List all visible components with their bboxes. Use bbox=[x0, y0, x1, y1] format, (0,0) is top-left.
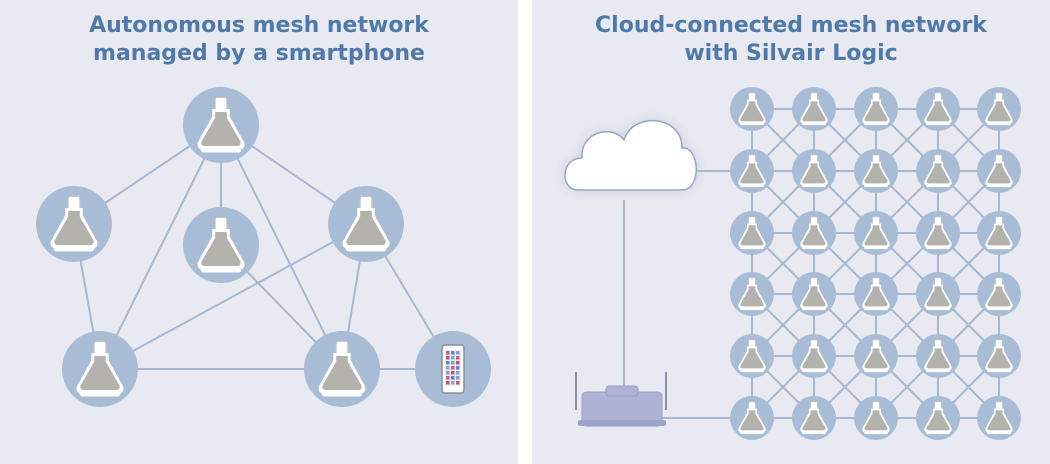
left-title-line-2: managed by a smartphone bbox=[93, 41, 425, 66]
light-bulb-icon bbox=[862, 339, 890, 373]
smartphone-node bbox=[415, 331, 491, 407]
bulb-node bbox=[916, 396, 960, 440]
light-bulb-icon bbox=[800, 92, 828, 126]
left-title-line-1: Autonomous mesh network bbox=[89, 13, 429, 38]
bulb-node bbox=[792, 87, 836, 131]
light-bulb-icon bbox=[800, 277, 828, 311]
light-bulb-icon bbox=[985, 154, 1013, 188]
bulb-node bbox=[36, 186, 112, 262]
bulb-node bbox=[916, 87, 960, 131]
light-bulb-icon bbox=[738, 216, 766, 250]
bulb-node bbox=[730, 396, 774, 440]
bulb-node bbox=[730, 334, 774, 378]
light-bulb-icon bbox=[985, 92, 1013, 126]
gateway-icon bbox=[575, 372, 667, 427]
light-bulb-icon bbox=[862, 277, 890, 311]
light-bulb-icon bbox=[924, 339, 952, 373]
bulb-node bbox=[854, 149, 898, 193]
bulb-node bbox=[977, 396, 1021, 440]
bulb-node bbox=[183, 87, 259, 163]
left-panel-autonomous-mesh: Autonomous mesh network managed by a sma… bbox=[0, 0, 518, 464]
light-bulb-icon bbox=[738, 92, 766, 126]
bulb-node bbox=[977, 211, 1021, 255]
light-bulb-icon bbox=[342, 195, 390, 252]
light-bulb-icon bbox=[985, 339, 1013, 373]
light-bulb-icon bbox=[985, 401, 1013, 435]
bulb-node bbox=[977, 87, 1021, 131]
light-bulb-icon bbox=[862, 216, 890, 250]
mesh-link bbox=[220, 124, 343, 370]
bulb-node bbox=[977, 334, 1021, 378]
light-bulb-icon bbox=[924, 277, 952, 311]
bulb-node bbox=[977, 272, 1021, 316]
left-panel-title: Autonomous mesh network managed by a sma… bbox=[0, 12, 518, 68]
light-bulb-icon bbox=[862, 92, 890, 126]
light-bulb-icon bbox=[924, 92, 952, 126]
autonomous-mesh-diagram bbox=[36, 87, 491, 407]
bulb-node bbox=[62, 331, 138, 407]
bulb-node bbox=[730, 211, 774, 255]
bulb-node bbox=[792, 149, 836, 193]
light-bulb-icon bbox=[50, 195, 98, 252]
bulb-node bbox=[854, 211, 898, 255]
light-bulb-icon bbox=[862, 401, 890, 435]
light-bulb-icon bbox=[800, 216, 828, 250]
cloud-mesh-diagram bbox=[564, 87, 1021, 440]
bulb-node bbox=[916, 272, 960, 316]
mesh-link bbox=[99, 223, 367, 370]
light-bulb-icon bbox=[738, 277, 766, 311]
light-bulb-icon bbox=[924, 154, 952, 188]
light-bulb-icon bbox=[738, 401, 766, 435]
bulb-node bbox=[730, 87, 774, 131]
right-title-line-2: with Silvair Logic bbox=[684, 41, 898, 66]
bulb-node bbox=[730, 149, 774, 193]
bulb-node bbox=[792, 211, 836, 255]
bulb-node bbox=[854, 334, 898, 378]
mesh-link bbox=[99, 124, 222, 370]
bulb-node bbox=[730, 272, 774, 316]
right-panel-title: Cloud-connected mesh network with Silvai… bbox=[532, 12, 1050, 68]
bulb-node bbox=[916, 334, 960, 378]
bulb-node bbox=[854, 396, 898, 440]
light-bulb-icon bbox=[800, 401, 828, 435]
light-bulb-icon bbox=[924, 401, 952, 435]
bulb-node bbox=[792, 334, 836, 378]
bulb-node bbox=[916, 211, 960, 255]
bulb-node bbox=[977, 149, 1021, 193]
bulb-node bbox=[328, 186, 404, 262]
bulb-node bbox=[183, 207, 259, 283]
bulb-node bbox=[854, 87, 898, 131]
bulb-node bbox=[916, 149, 960, 193]
light-bulb-icon bbox=[738, 154, 766, 188]
light-bulb-icon bbox=[985, 216, 1013, 250]
light-bulb-icon bbox=[318, 340, 366, 397]
smartphone-icon bbox=[441, 344, 465, 394]
light-bulb-icon bbox=[800, 339, 828, 373]
light-bulb-icon bbox=[197, 216, 245, 273]
cloud-icon bbox=[564, 119, 697, 191]
bulb-node bbox=[792, 396, 836, 440]
bulb-node bbox=[854, 272, 898, 316]
light-bulb-icon bbox=[76, 340, 124, 397]
right-title-line-1: Cloud-connected mesh network bbox=[595, 13, 987, 38]
light-bulb-icon bbox=[924, 216, 952, 250]
light-bulb-icon bbox=[738, 339, 766, 373]
light-bulb-icon bbox=[197, 96, 245, 153]
right-panel-cloud-mesh: Cloud-connected mesh network with Silvai… bbox=[532, 0, 1050, 464]
light-bulb-icon bbox=[985, 277, 1013, 311]
light-bulb-icon bbox=[862, 154, 890, 188]
bulb-node bbox=[792, 272, 836, 316]
bulb-node bbox=[304, 331, 380, 407]
light-bulb-icon bbox=[800, 154, 828, 188]
